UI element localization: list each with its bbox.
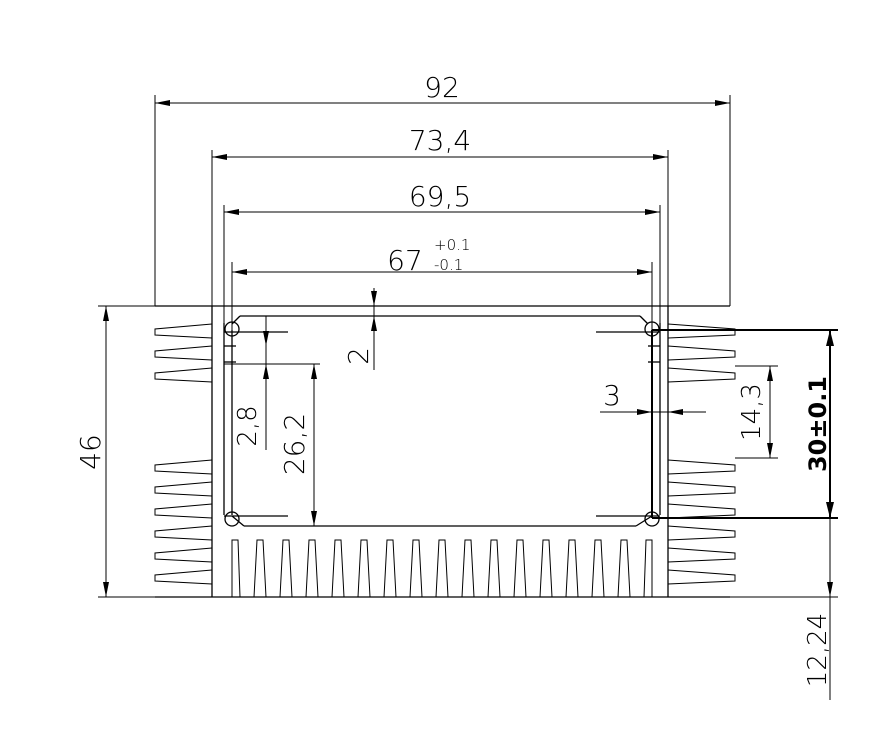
dim-label-2: 2 — [342, 347, 375, 365]
dim-tol-lower: -0.1 — [434, 256, 463, 274]
dim-label-73-4: 73,4 — [409, 124, 471, 157]
dim-label-69-5: 69,5 — [409, 180, 471, 213]
dim-overall-width: 92 — [154, 71, 731, 306]
dim-rail-depth: 2,8 — [224, 316, 320, 450]
dim-top-wall: 2 — [342, 288, 377, 370]
left-side-fins — [154, 323, 213, 585]
dim-slot-width: 67 +0.1 -0.1 — [231, 236, 653, 330]
dim-inner-width-2: 69,5 — [223, 180, 661, 323]
heatsink-profile — [155, 305, 730, 598]
dim-label-26-2: 26,2 — [278, 413, 311, 475]
bottom-fins — [231, 539, 653, 598]
dim-side-fin-span: 14,3 — [735, 365, 778, 459]
dim-label-30: 30±0.1 — [804, 376, 832, 472]
dim-label-12-24: 12,24 — [803, 613, 833, 687]
dim-label-46: 46 — [74, 434, 107, 470]
dim-label-2-8: 2,8 — [233, 405, 263, 446]
dim-cavity-height: 26,2 — [278, 364, 317, 526]
dim-cavity-outer-height: 30±0.1 — [651, 329, 838, 519]
dim-bottom-fin-height: 12,24 — [730, 518, 838, 700]
dim-total-height: 46 — [74, 305, 212, 598]
dim-inner-width-1: 73,4 — [211, 124, 669, 306]
dim-tol-upper: +0.1 — [434, 236, 470, 254]
dim-label-92: 92 — [424, 71, 460, 104]
dim-label-67: 67 — [387, 244, 423, 277]
dim-label-3: 3 — [603, 379, 621, 412]
dim-rail-gap: 3 — [600, 379, 706, 415]
dim-label-14-3: 14,3 — [737, 383, 767, 441]
right-side-fins — [667, 323, 736, 585]
